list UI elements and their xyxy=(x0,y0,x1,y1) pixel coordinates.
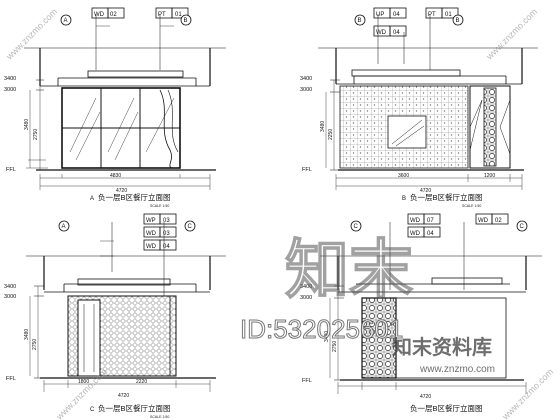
elevation-panel-d xyxy=(320,213,542,394)
dimension-label: 2220 xyxy=(136,379,147,385)
watermark-corner-url: www.znzmo.com xyxy=(4,7,60,63)
watermark-corner-url: www.znzmo.com xyxy=(484,7,540,63)
view-scale: SCALE 1:50 xyxy=(150,415,169,419)
tag-number: 01 xyxy=(445,12,452,18)
dimension-label: 2750 xyxy=(332,341,338,352)
tag-pt: PT xyxy=(158,12,166,18)
tag-number: 04 xyxy=(393,30,400,36)
dimension-label: 4720 xyxy=(118,393,129,399)
grid-marker-label: A xyxy=(62,224,66,230)
tag-wd: WD xyxy=(94,12,105,18)
view-title: 负一层B区餐厅立面图 xyxy=(410,403,483,413)
grid-marker-label: B xyxy=(456,18,460,24)
tag-wp: WP xyxy=(146,218,156,224)
dimension-label: 4720 xyxy=(420,188,431,194)
tag-wd: WD xyxy=(146,244,157,250)
level-label: 3400 xyxy=(300,76,312,82)
tag-up: UP xyxy=(376,12,384,18)
elevation-panel-b xyxy=(318,7,538,190)
dimension-label: 2250 xyxy=(328,129,334,140)
dimension-label: 4720 xyxy=(420,394,431,400)
grid-marker-label: C xyxy=(354,224,359,230)
tag-wd: WD xyxy=(410,231,421,237)
tag-number: 03 xyxy=(163,218,170,224)
tag-number: 04 xyxy=(427,231,434,237)
level-label: 3400 xyxy=(4,284,16,290)
view-scale: SCALE 1:50 xyxy=(462,204,481,208)
dimension-label: 4830 xyxy=(110,173,121,179)
tag-number: 03 xyxy=(163,231,170,237)
dimension-label: 3480 xyxy=(24,329,30,340)
dimension-label: 3600 xyxy=(398,173,409,179)
tag-number: 02 xyxy=(110,12,117,18)
tag-wd: WD xyxy=(146,231,157,237)
dimension-label: 1800 xyxy=(78,379,89,385)
level-label: FFL xyxy=(6,167,16,173)
level-label: FFL xyxy=(302,378,312,384)
dimension-label: 2750 xyxy=(33,129,39,140)
view-letter: A xyxy=(90,196,94,202)
elevation-panel-c xyxy=(26,213,226,392)
watermark-corner-url: www.znzmo.com xyxy=(500,367,556,420)
dimension-label: 3480 xyxy=(320,121,326,132)
tag-pt: PT xyxy=(428,12,436,18)
level-label: FFL xyxy=(302,167,312,173)
tag-wd: WD xyxy=(478,218,489,224)
grid-marker-label: C xyxy=(520,224,525,230)
dimension-label: 3480 xyxy=(24,119,30,130)
view-letter: B xyxy=(402,196,406,202)
watermark-site: 知末资料库 xyxy=(392,335,492,359)
view-letter: C xyxy=(90,407,95,413)
level-label: 3000 xyxy=(300,295,312,301)
tag-number: 04 xyxy=(393,12,400,18)
level-label: 3400 xyxy=(4,76,16,82)
view-title: 负一层B区餐厅立面图 xyxy=(410,192,483,202)
view-scale: SCALE 1:50 xyxy=(150,204,169,208)
tag-number: 04 xyxy=(163,244,170,250)
watermark-brand: 知末 xyxy=(285,234,413,306)
view-title: 负一层B区餐厅立面图 xyxy=(98,192,171,202)
view-title: 负一层B区餐厅立面图 xyxy=(98,403,171,413)
grid-marker-label: A xyxy=(64,18,68,24)
dimension-label: 1200 xyxy=(484,173,495,179)
grid-markers xyxy=(58,14,528,232)
dimension-label: 4720 xyxy=(116,188,127,194)
tag-number: 01 xyxy=(175,12,182,18)
tag-number: 02 xyxy=(495,218,502,224)
tag-number: 07 xyxy=(427,218,434,224)
level-label: FFL xyxy=(6,376,16,382)
grid-marker-label: C xyxy=(188,224,193,230)
level-label: 3400 xyxy=(300,284,312,290)
grid-marker-label: B xyxy=(358,18,362,24)
tag-wd: WD xyxy=(410,218,421,224)
grid-marker-label: B xyxy=(184,18,188,24)
watermark-id: ID:532025601 xyxy=(240,314,403,344)
dimension-label: 2750 xyxy=(32,339,38,350)
level-label: 3000 xyxy=(4,294,16,300)
dimension-label: 3480 xyxy=(324,331,330,342)
tag-wd: WD xyxy=(376,30,387,36)
level-label: 3000 xyxy=(300,87,312,93)
watermark-url: www.znzmo.com xyxy=(419,364,495,375)
level-label: 3000 xyxy=(4,87,16,93)
elevation-panel-a xyxy=(24,7,226,190)
drawing-annotations: WD 02 PT 01 UP 04 PT 01 WD 04 WP 03 WD 0… xyxy=(4,12,525,419)
